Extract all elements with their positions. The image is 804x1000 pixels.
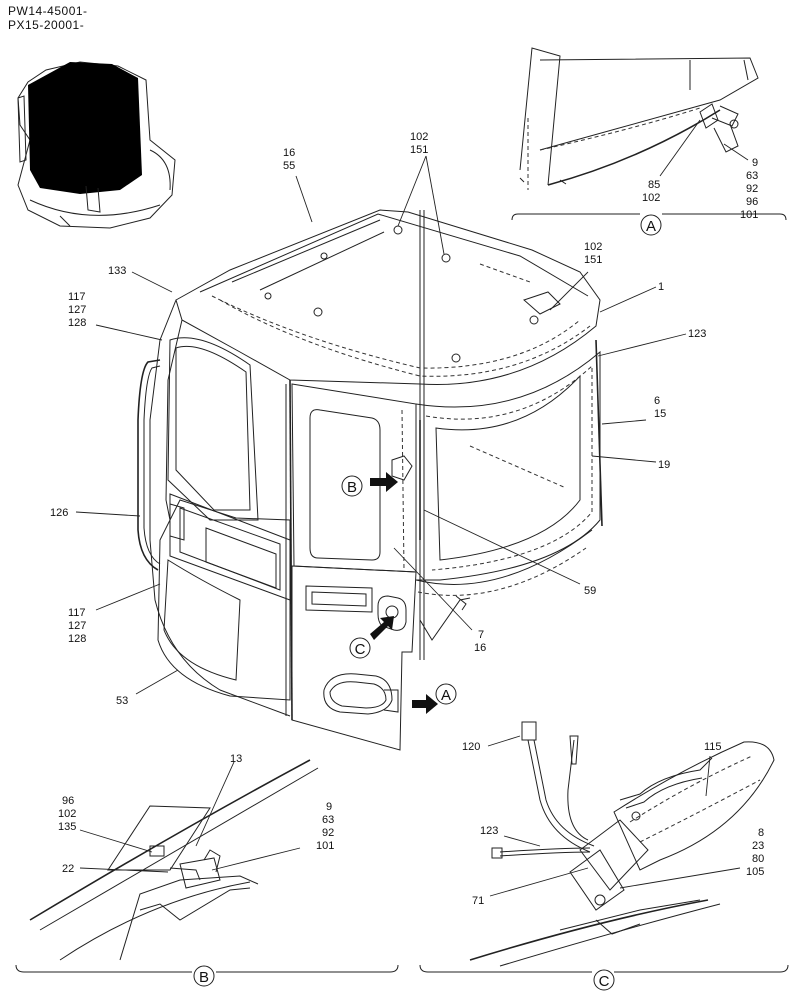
detail-b-view: B (15, 759, 399, 987)
svg-text:B: B (347, 479, 357, 496)
callout-19: 19 (658, 459, 670, 471)
detail-c-marker-main (349, 637, 371, 659)
svg-text:A: A (646, 218, 656, 235)
svg-text:A: A (441, 687, 451, 704)
callout-59: 59 (584, 585, 596, 597)
detail-a-marker-bottom (640, 214, 662, 236)
arrow-b-icon (370, 472, 398, 492)
main-leaders (75, 155, 687, 695)
svg-text:C: C (599, 973, 610, 990)
callout-126: 126 (50, 507, 68, 519)
detail-c-marker-bottom (593, 969, 615, 991)
serial-range-1: PW14-45001- (8, 4, 88, 18)
arrow-c-icon (370, 616, 394, 640)
callout-c-71: 71 (472, 895, 484, 907)
arrow-a-icon (412, 694, 438, 714)
callout-133: 133 (108, 265, 126, 277)
callout-1: 1 (658, 281, 664, 293)
detail-b-marker-bottom (193, 965, 215, 987)
callout-c-120: 120 (462, 741, 480, 753)
detail-a-view: A (511, 47, 787, 236)
detail-a-marker-main (435, 683, 457, 705)
callout-b-22: 22 (62, 863, 74, 875)
svg-text:B: B (199, 969, 209, 986)
callout-c-115: 115 (704, 741, 722, 753)
callout-53: 53 (116, 695, 128, 707)
detail-arrows: B C A (341, 472, 457, 714)
detail-c-view: C (419, 721, 789, 991)
callout-123: 123 (688, 328, 706, 340)
callout-c-123: 123 (480, 825, 498, 837)
cab-assembly (137, 209, 603, 751)
callout-b-13: 13 (230, 753, 242, 765)
detail-b-marker-main (341, 475, 363, 497)
machine-silhouette (17, 61, 176, 229)
svg-text:C: C (355, 641, 366, 658)
serial-range-2: PX15-20001- (8, 18, 85, 32)
